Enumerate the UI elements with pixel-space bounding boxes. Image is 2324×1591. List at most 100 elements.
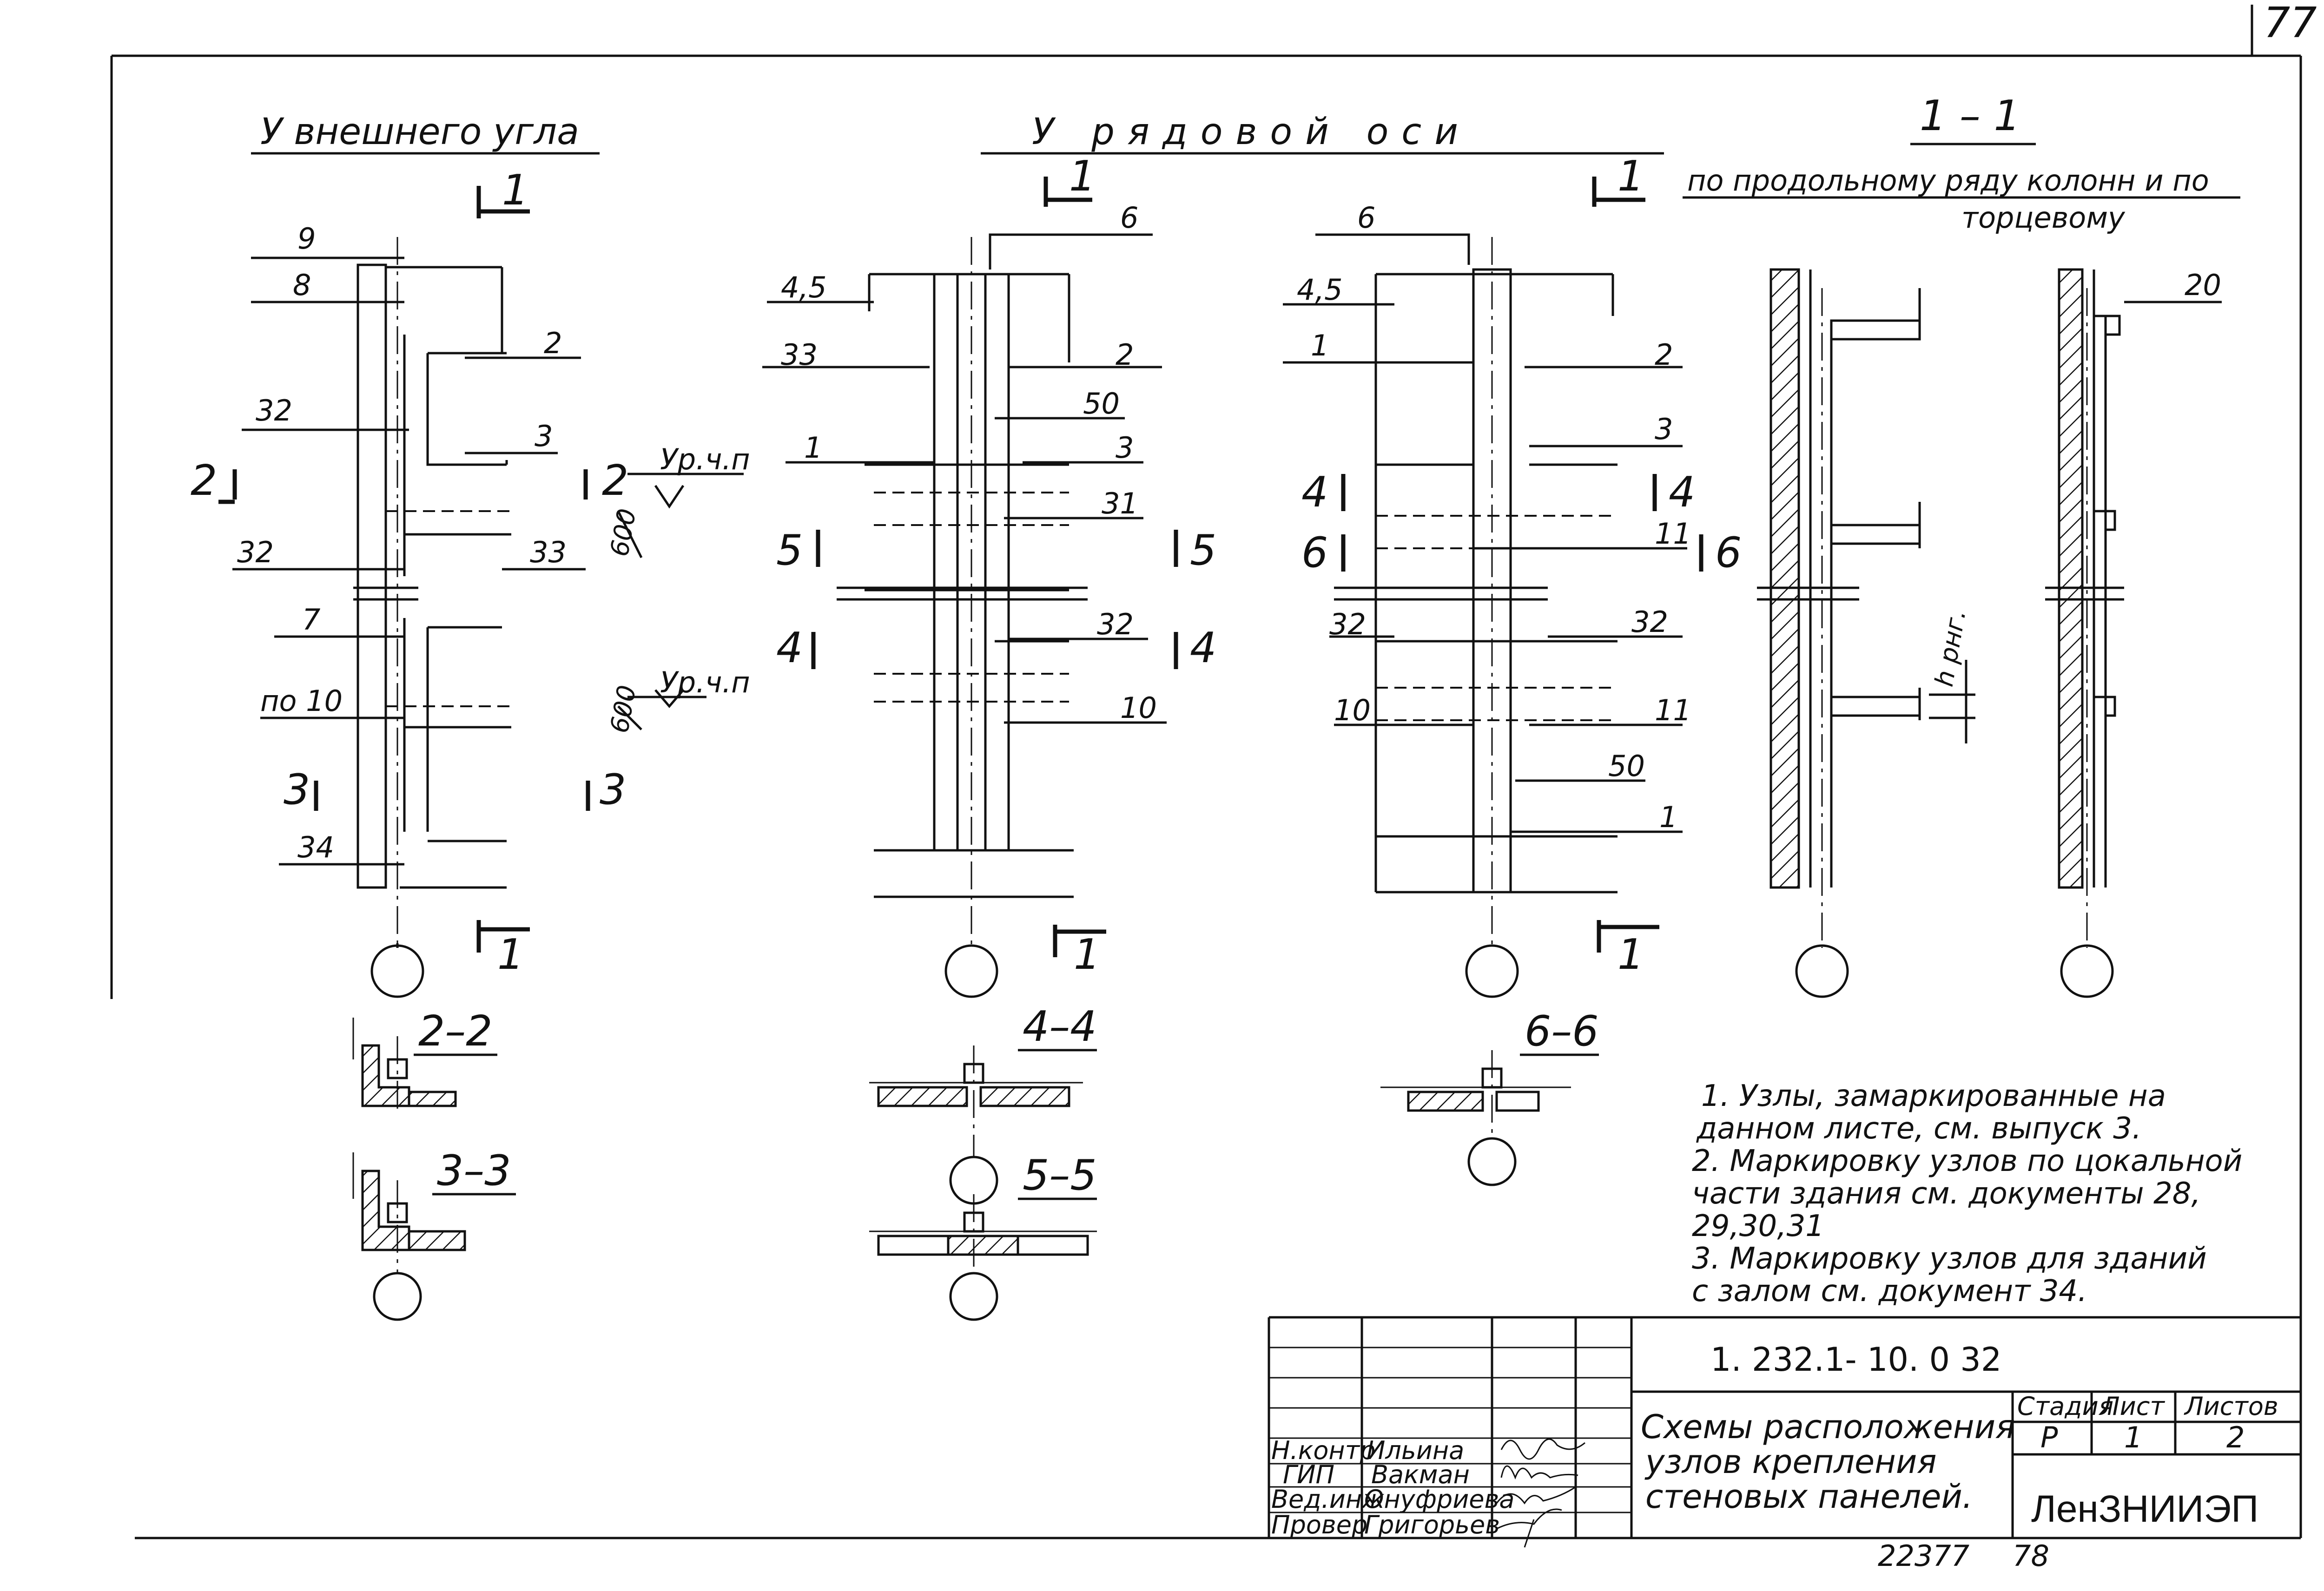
rb-cut-4-left: 4: [1301, 468, 1328, 517]
detail-section-4-4: 4–4: [869, 1002, 1097, 1205]
signature-vakman: [1500, 1465, 1578, 1480]
oc-label-32a: 32: [256, 394, 292, 427]
detail-section-6-6: 6–6: [1380, 1007, 1599, 1186]
oc-cut-1-bottom: 1: [497, 930, 524, 979]
ra-cut-1-bottom: 1: [1074, 930, 1100, 979]
name-onufrieva: Онуфриева: [1364, 1485, 1514, 1514]
detail-section-5-5: 5–5: [869, 1151, 1097, 1321]
rb-label-11a: 11: [1655, 517, 1691, 551]
document-code: 1. 232.1- 10. 0 32: [1710, 1341, 2001, 1379]
archive-number: 22377: [1878, 1539, 1969, 1573]
detail-label-4-4: 4–4: [1023, 1002, 1097, 1051]
rb-label-1a: 1: [1311, 329, 1329, 362]
ra-label-2: 2: [1116, 338, 1134, 372]
level-mark-lower: Ур.ч.п: [660, 665, 750, 699]
rb-cut-1-bottom: 1: [1618, 930, 1644, 979]
signature-onufrieva: [1496, 1486, 1576, 1505]
section-note-line2: торцевому: [1961, 201, 2126, 235]
detail-section-2-2: 2–2: [352, 1007, 497, 1111]
ra-cut-4-right: 4: [1190, 624, 1216, 672]
ra-label-10: 10: [1120, 691, 1157, 725]
sheets-label: Листов: [2184, 1392, 2278, 1421]
role-gip: ГИП: [1283, 1460, 1334, 1489]
role-ved-inzh: Вед.инж: [1271, 1485, 1385, 1514]
level-dim-upper: 600: [605, 506, 642, 559]
oc-label-9: 9: [297, 222, 316, 256]
row-axis-b-diagram: 6 4,5 1 2 3 11 32 32 10 11 50 1 1 1 4 4 …: [1283, 152, 1742, 998]
sheet-value: 1: [2124, 1420, 2142, 1454]
detail-label-5-5: 5–5: [1023, 1151, 1097, 1200]
rb-label-3: 3: [1655, 412, 1673, 446]
note-line-2: данном листе, см. выпуск 3.: [1696, 1111, 2141, 1146]
ra-label-50: 50: [1083, 387, 1120, 421]
notes: 1. Узлы, замаркированные на данном листе…: [1692, 1079, 2242, 1308]
detail-section-3-3: 3–3: [352, 1146, 516, 1321]
stage-label: Стадия: [2017, 1392, 2113, 1421]
level-mark-upper: Ур.ч.п: [660, 442, 750, 476]
rb-cut-6-left: 6: [1301, 528, 1328, 577]
oc-label-32b: 32: [237, 535, 274, 569]
note-line-6: 3. Маркировку узлов для зданий: [1692, 1242, 2207, 1276]
detail-label-3-3: 3–3: [437, 1146, 511, 1195]
rb-label-11b: 11: [1655, 693, 1691, 727]
rb-label-32a: 32: [1329, 607, 1366, 641]
signature-grigorev: [1496, 1508, 1562, 1548]
ra-label-6: 6: [1120, 201, 1138, 235]
title-line-2: узлов крепления: [1644, 1443, 1936, 1481]
ra-label-32: 32: [1097, 607, 1134, 641]
sheets-value: 2: [2226, 1420, 2245, 1454]
rb-label-32b: 32: [1631, 605, 1668, 639]
note-line-7: с залом см. документ 34.: [1692, 1274, 2087, 1308]
detail-label-2-2: 2–2: [418, 1007, 493, 1056]
rb-cut-6-right: 6: [1715, 528, 1742, 577]
oc-cut-2-right: 2: [602, 456, 628, 505]
rb-label-6: 6: [1357, 201, 1375, 235]
detail-label-6-6: 6–6: [1525, 1007, 1599, 1056]
oc-cut-2-left: 2: [191, 456, 217, 505]
row-axis-a-diagram: 6 4,5 33 2 50 1 3 31 32 10 1 1 5 5 4 4: [762, 152, 1216, 998]
header-section-1-1: 1 – 1: [1920, 92, 2020, 140]
note-line-3: 2. Маркировку узлов по цокальной: [1692, 1144, 2242, 1178]
rb-label-2: 2: [1655, 338, 1673, 372]
ra-cut-5-right: 5: [1190, 526, 1216, 575]
oc-label-8: 8: [293, 268, 311, 302]
title-line-3: стеновых панелей.: [1645, 1478, 1973, 1516]
rb-label-10: 10: [1334, 693, 1371, 727]
rb-cut-4-right: 4: [1669, 468, 1695, 517]
sheet-frame: 77: [110, 0, 2317, 1539]
oc-cut-3-left: 3: [284, 765, 310, 814]
title-block: 1. 232.1- 10. 0 32 Схемы расположения уз…: [1268, 1316, 2301, 1548]
rb-label-50: 50: [1608, 749, 1645, 783]
rb-label-45: 4,5: [1297, 273, 1343, 307]
ra-label-1: 1: [804, 431, 822, 465]
section-note-line1: по продольному ряду колонн и по: [1687, 164, 2209, 197]
oc-label-34: 34: [297, 830, 334, 864]
header-outer-corner: У внешнего угла: [260, 111, 579, 153]
note-line-5: 29,30,31: [1692, 1209, 1824, 1243]
ra-label-31: 31: [1102, 487, 1138, 520]
stage-value: Р: [2040, 1420, 2058, 1454]
note-line-4: части здания см. документы 28,: [1692, 1177, 2201, 1211]
page-number: 78: [2013, 1539, 2049, 1573]
ra-cut-4-left: 4: [776, 624, 803, 672]
organization-name: ЛенЗНИИЭП: [2031, 1488, 2258, 1530]
title-line-1: Схемы расположения: [1641, 1408, 2015, 1446]
name-ilina: Ильина: [1367, 1436, 1464, 1465]
outer-corner-diagram: 9 8 2 32 3 32 33 7 по 10 34 1 1 2 2 3 3 …: [191, 166, 750, 998]
signature-ilina: [1500, 1438, 1585, 1460]
note-line-1: 1. Узлы, замаркированные на: [1701, 1079, 2166, 1113]
oc-label-2: 2: [544, 326, 562, 360]
ra-cut-1-top: 1: [1069, 152, 1096, 201]
ra-label-45: 4,5: [781, 270, 827, 304]
rb-cut-1-top: 1: [1618, 152, 1644, 201]
oc-label-3: 3: [535, 419, 553, 453]
role-prover: Провер: [1271, 1510, 1367, 1539]
oc-cut-3-right: 3: [600, 765, 626, 814]
rb-label-1b: 1: [1659, 800, 1677, 834]
level-dim-lower: 600: [605, 683, 642, 735]
name-vakman: Вакман: [1371, 1460, 1470, 1489]
sheet-label: Лист: [2100, 1392, 2165, 1421]
ra-label-33: 33: [781, 338, 818, 372]
oc-cut-1-top: 1: [502, 166, 528, 215]
oc-label-33: 33: [530, 535, 567, 569]
